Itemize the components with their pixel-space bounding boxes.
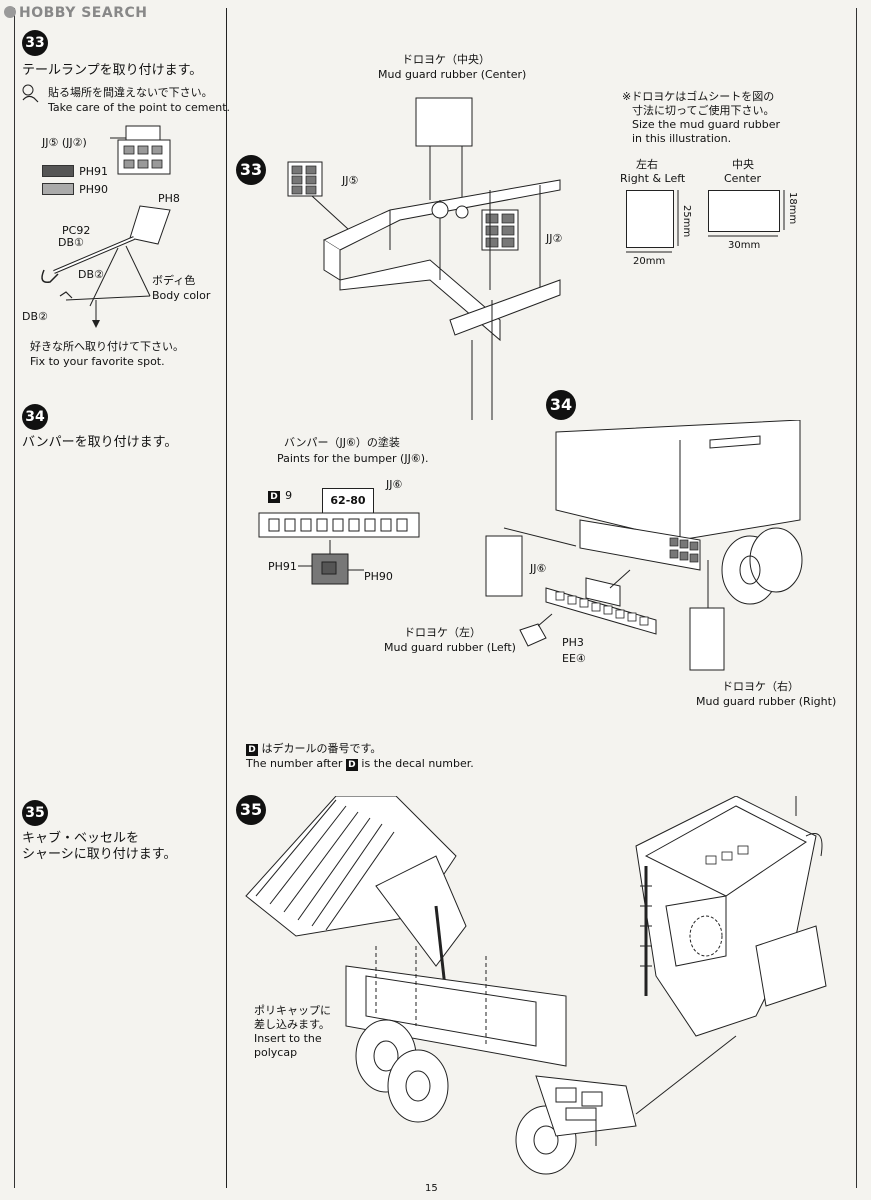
bumper-paint-diagram [258, 512, 420, 538]
step-35-title-line1: キャブ・ベッセルを [22, 831, 140, 846]
decal-d-icon: D [246, 744, 258, 756]
bumper-paint-jp: バンパー（JJ⑥）の塗装 [284, 436, 400, 449]
decal-note-en: The number after D is the decal number. [246, 757, 474, 771]
bumper-paint-en: Paints for the bumper (JJ⑥). [277, 452, 429, 465]
fix-note-jp: 好きな所へ取り付けて下さい。 [30, 340, 184, 353]
tail-lamp-part-icon [110, 125, 171, 175]
ph3-label: PH3 [562, 636, 584, 649]
ee4-label: EE④ [562, 652, 586, 665]
diagram-jj2-label: JJ② [546, 232, 563, 245]
rl-rubber-size-box [626, 190, 674, 248]
mud-left-en: Mud guard rubber (Left) [384, 641, 516, 654]
center-en: Center [724, 172, 762, 185]
size-note-jp-1: ※ドロヨケはゴムシートを図の [622, 90, 775, 103]
rear-bumper-diagram [485, 420, 803, 671]
bumper-ph90-label: PH90 [364, 570, 393, 583]
cab-vessel-chassis-diagram [245, 796, 827, 1175]
dim-18mm: 18mm [787, 192, 798, 225]
bumper-lamp-detail [298, 540, 364, 585]
cement-note-en: Take care of the point to cement. [48, 101, 231, 114]
diagram-35-badge: 35 [236, 795, 266, 825]
step-35-badge: 35 [22, 800, 48, 826]
polycap-note-en-2: polycap [254, 1046, 298, 1059]
mud-center-jp: ドロヨケ（中央） [402, 53, 490, 66]
decal-d-icon: D [268, 491, 280, 503]
cement-icon [22, 84, 39, 103]
center-rubber-size-box [708, 190, 780, 232]
step-33-badge: 33 [22, 30, 48, 56]
ph8-label: PH8 [158, 192, 180, 205]
db1-label: DB① [58, 236, 84, 249]
page-border-right [856, 8, 857, 1188]
mud-right-jp: ドロヨケ（右） [722, 680, 799, 693]
db2-label: DB② [78, 268, 104, 281]
dim-20mm: 20mm [633, 256, 666, 267]
decal-d-icon: D [345, 759, 358, 771]
decal-d9-label: D 9 [268, 484, 292, 503]
step-34-title: バンパーを取り付けます。 [22, 435, 178, 450]
step-35-title-line2: シャーシに取り付けます。 [22, 847, 177, 862]
ph91-swatch [42, 164, 74, 177]
dimension-lines [626, 190, 785, 253]
diagram-33-badge: 33 [236, 155, 266, 185]
dim-25mm: 25mm [681, 205, 692, 238]
mud-left-jp: ドロヨケ（左） [404, 626, 481, 639]
diagram-jj5-label: JJ⑤ [342, 174, 359, 187]
polycap-note-en-1: Insert to the [254, 1032, 322, 1045]
size-note-en-1: Size the mud guard rubber [632, 118, 781, 131]
fix-note-en: Fix to your favorite spot. [30, 355, 165, 368]
jj5-label: JJ⑤ (JJ②) [42, 136, 87, 149]
pc92-label: PC92 [62, 224, 91, 237]
ph90-swatch [42, 182, 74, 195]
db2-label-2: DB② [22, 310, 48, 323]
dim-30mm: 30mm [728, 240, 761, 251]
ph90-legend: PH90 [42, 178, 108, 197]
rl-jp: 左右 [636, 158, 658, 171]
column-divider [226, 8, 227, 1188]
mud-center-en: Mud guard rubber (Center) [378, 68, 527, 81]
rl-en: Right & Left [620, 172, 686, 185]
bumper-jj6-label: JJ⑥ [386, 478, 403, 491]
bumper-ph91-label: PH91 [268, 560, 297, 573]
diagram-34-badge: 34 [546, 390, 576, 420]
mud-right-en: Mud guard rubber (Right) [696, 695, 837, 708]
page-number: 15 [425, 1183, 438, 1194]
polycap-note-jp-1: ポリキャップに [254, 1004, 331, 1017]
body-color-jp: ボディ色 [152, 274, 196, 287]
polycap-note-jp-2: 差し込みます。 [254, 1018, 330, 1031]
cement-note-jp: 貼る場所を間違えないで下さい。 [48, 86, 213, 99]
rear-frame-diagram [287, 97, 561, 420]
shovel-accessory-diagram [41, 205, 171, 328]
watermark: HOBBY SEARCH [4, 5, 147, 21]
center-jp: 中央 [732, 158, 754, 171]
step-33-title: テールランプを取り付けます。 [22, 63, 203, 78]
step-34-badge: 34 [22, 404, 48, 430]
decal-note-jp: D はデカールの番号です。 [246, 742, 381, 756]
logo-icon [4, 6, 16, 18]
page-border-left [14, 8, 15, 1188]
body-color-en: Body color [152, 289, 211, 302]
diagram-jj6-label: JJ⑥ [530, 562, 547, 575]
size-note-jp-2: 寸法に切ってご使用下さい。 [632, 104, 775, 117]
license-plate: 62-80 [322, 488, 374, 514]
size-note-en-2: in this illustration. [632, 132, 732, 145]
ph91-legend: PH91 [42, 160, 108, 179]
